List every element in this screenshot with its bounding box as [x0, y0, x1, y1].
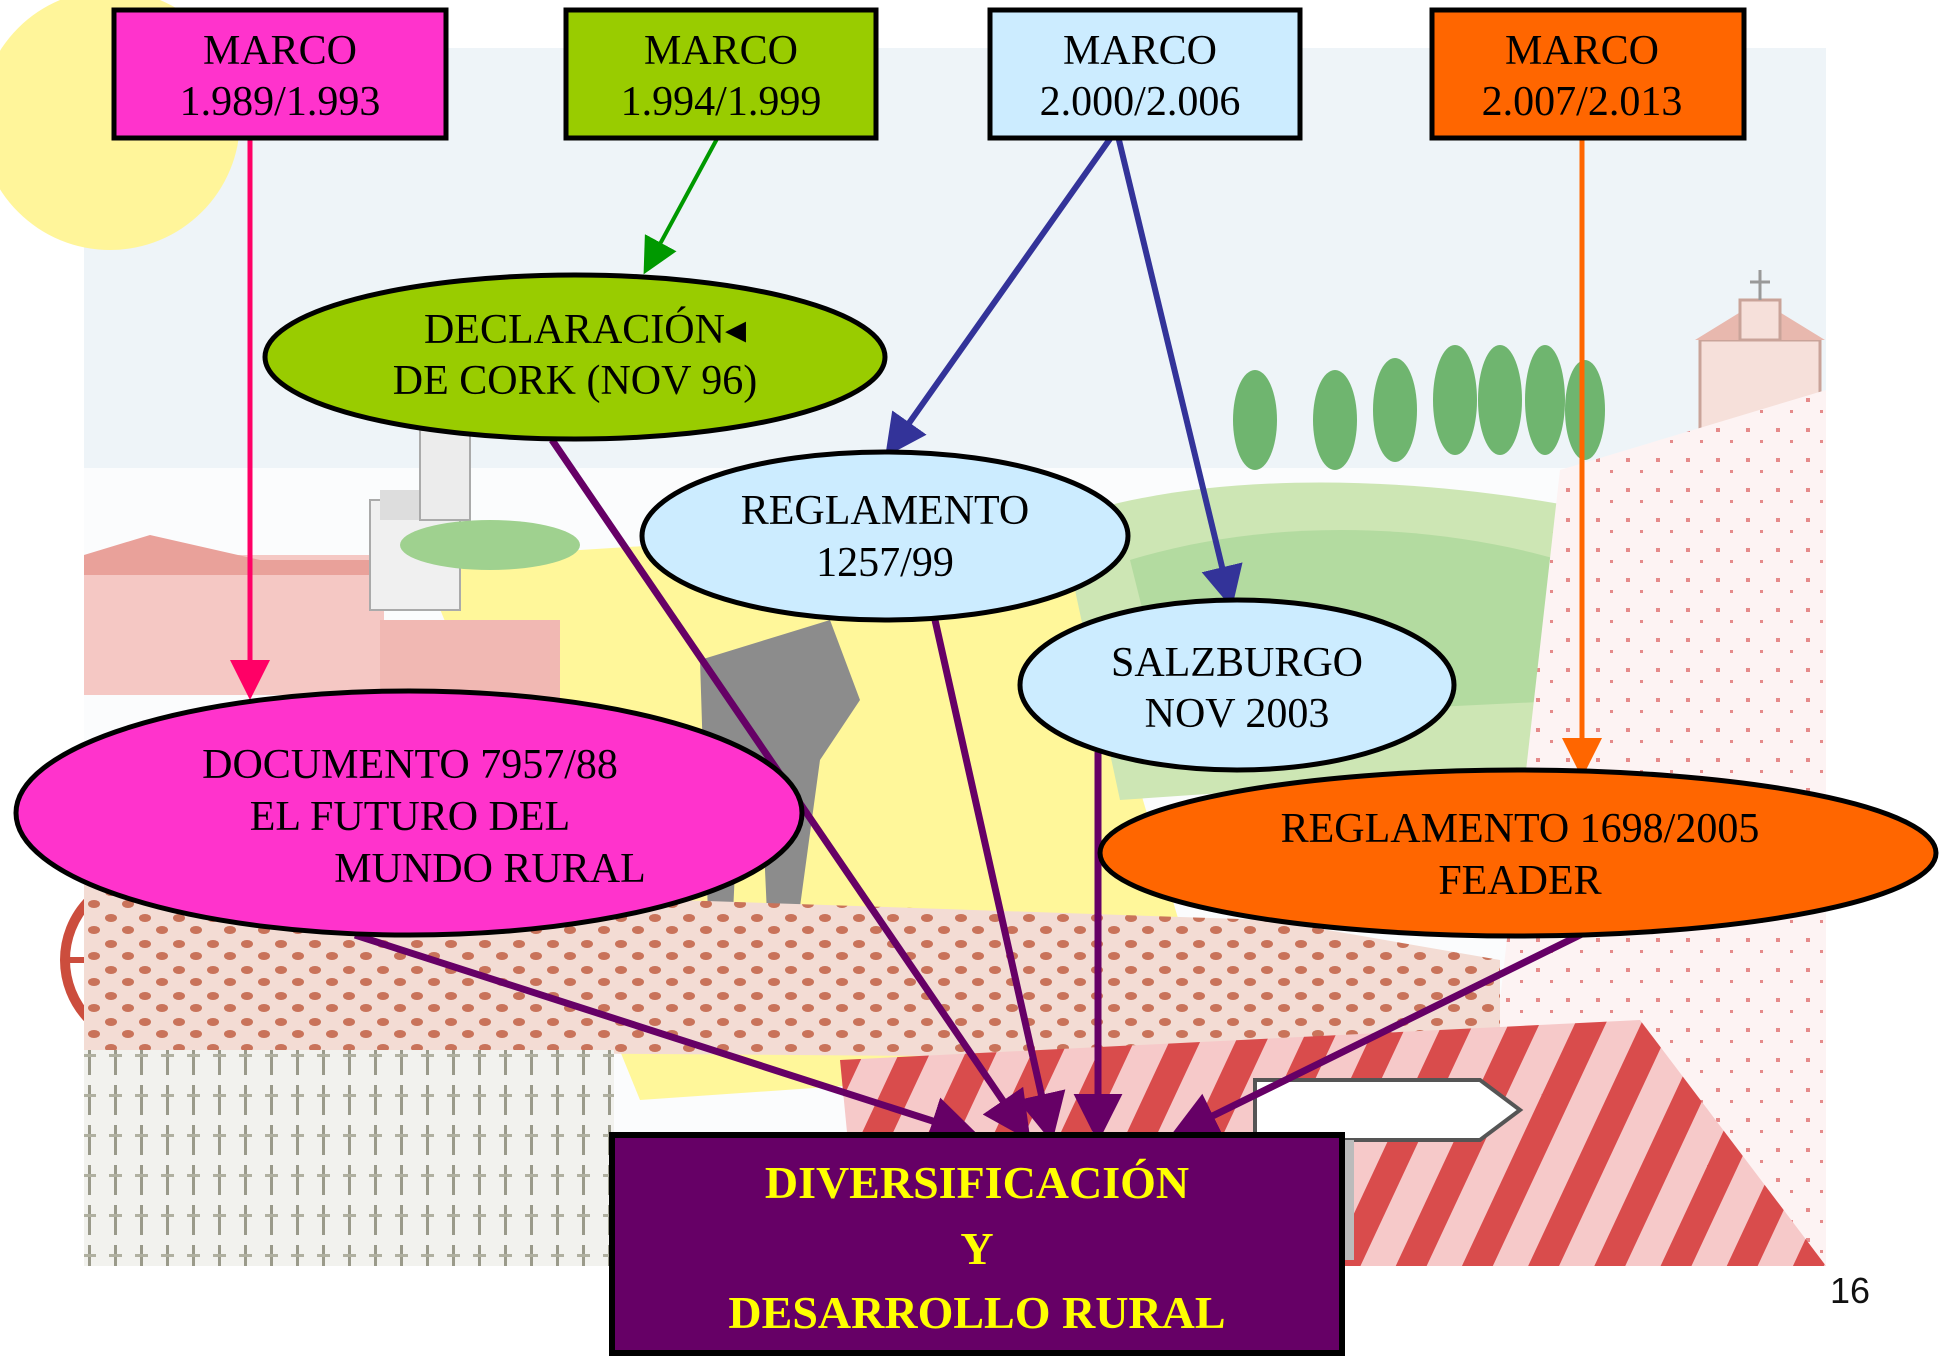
salzburgo-node: SALZBURGO NOV 2003: [1017, 597, 1457, 773]
cork-declaration-node: DECLARACIÓN◂ DE CORK (NOV 96): [262, 272, 888, 442]
page-number: 16: [1829, 1270, 1870, 1311]
marco-1989-label: MARCO: [203, 28, 357, 74]
result-line2: Y: [960, 1223, 993, 1274]
background-drawing: [0, 0, 1826, 1266]
doc7957-line2: EL FUTURO DEL: [250, 794, 570, 840]
reg1698-line1: REGLAMENTO 1698/2005: [1281, 806, 1760, 852]
marco-2000-label: MARCO: [1063, 28, 1217, 74]
arrow-reg1257-to-result: [931, 619, 1066, 1143]
reglamento-1698-node: REGLAMENTO 1698/2005 FEADER: [1097, 767, 1939, 939]
marco-2007-years: 2.007/2.013: [1482, 79, 1683, 125]
cork-line2: DE CORK (NOV 96): [393, 358, 757, 404]
salzburgo-line2: NOV 2003: [1145, 691, 1330, 737]
reg1257-line1: REGLAMENTO: [741, 488, 1030, 534]
result-line3: DESARROLLO RURAL: [728, 1287, 1225, 1338]
marco-1989-years: 1.989/1.993: [180, 79, 381, 125]
result-line1: DIVERSIFICACIÓN: [765, 1157, 1189, 1208]
arrow-m2-to-cork: [643, 136, 720, 275]
marco-2007-box: MARCO 2.007/2.013: [1429, 7, 1747, 141]
salzburgo-line1: SALZBURGO: [1111, 640, 1363, 686]
arrow-reg1698-to-result: [1169, 930, 1584, 1138]
doc7957-line1: DOCUMENTO 7957/88: [202, 742, 618, 788]
marco-2000-box: MARCO 2.000/2.006: [987, 7, 1303, 141]
cork-line1: DECLARACIÓN◂: [424, 306, 746, 353]
marco-2000-years: 2.000/2.006: [1040, 79, 1241, 125]
reglamento-1257-node: REGLAMENTO 1257/99: [639, 449, 1131, 623]
result-box: DIVERSIFICACIÓN Y DESARROLLO RURAL: [609, 1132, 1345, 1356]
marco-1994-box: MARCO 1.994/1.999: [563, 7, 879, 141]
marco-1989-box: MARCO 1.989/1.993: [111, 7, 449, 141]
arrow-m3-to-reg1257: [885, 134, 1115, 457]
marco-1994-label: MARCO: [644, 28, 798, 74]
arrow-m3-to-salzburgo: [1115, 135, 1243, 609]
marco-1994-years: 1.994/1.999: [621, 79, 822, 125]
reg1257-line2: 1257/99: [816, 540, 954, 586]
arrow-doc7957-to-result: [353, 931, 980, 1145]
doc7957-line3: MUNDO RURAL: [334, 846, 646, 892]
reg1698-line2: FEADER: [1438, 858, 1601, 904]
marco-2007-label: MARCO: [1505, 28, 1659, 74]
frame-arrows: [230, 134, 1602, 778]
documento-7957-node: DOCUMENTO 7957/88 EL FUTURO DEL MUNDO RU…: [13, 688, 805, 938]
